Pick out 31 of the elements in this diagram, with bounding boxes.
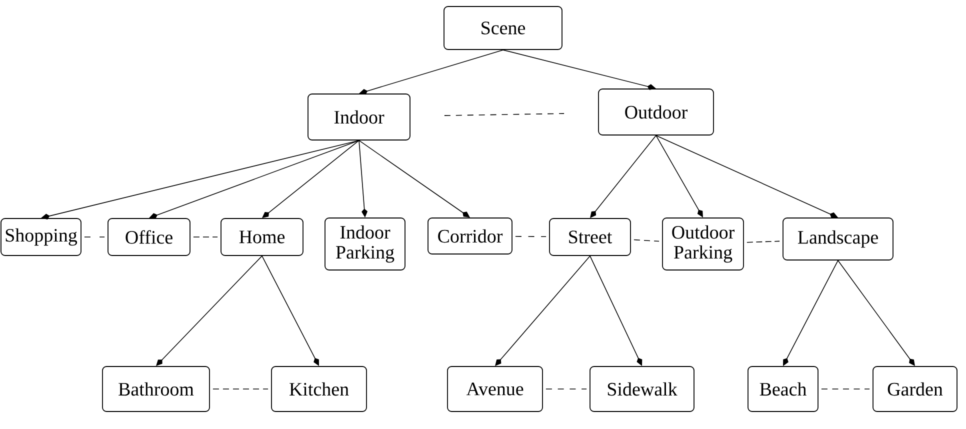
dashed-line — [634, 239, 660, 242]
arrow — [502, 50, 656, 90]
category-box: Outdoor Parking — [662, 218, 744, 270]
category-box: Outdoor — [598, 88, 714, 136]
category-box: Office — [108, 218, 190, 256]
category-box: Bathroom — [102, 366, 210, 412]
category-box: Beach — [748, 366, 818, 412]
arrow — [359, 50, 504, 95]
dashed-line — [546, 388, 587, 390]
dashed-line — [746, 240, 780, 243]
category-box: Avenue — [447, 366, 543, 412]
dashed-line — [212, 388, 268, 390]
arrow — [149, 140, 360, 219]
arrow — [656, 135, 838, 218]
category-box: Kitchen — [271, 366, 367, 412]
category-box: Shopping — [0, 218, 82, 256]
dashed-line — [84, 236, 105, 238]
arrow — [41, 140, 360, 220]
category-box: Street — [549, 218, 631, 256]
category-box: Sidewalk — [590, 366, 694, 412]
category-box: Landscape — [782, 218, 894, 260]
category-box: Scene — [444, 6, 562, 50]
category-box: Indoor Parking — [324, 218, 406, 270]
dashed-line — [515, 236, 546, 238]
category-box: Garden — [872, 366, 958, 412]
dashed-line — [193, 236, 218, 238]
dashed-line — [444, 113, 564, 116]
dashed-line — [821, 388, 870, 390]
category-box: Indoor — [308, 94, 410, 140]
category-box: Home — [220, 218, 304, 256]
category-box: Corridor — [428, 218, 512, 254]
